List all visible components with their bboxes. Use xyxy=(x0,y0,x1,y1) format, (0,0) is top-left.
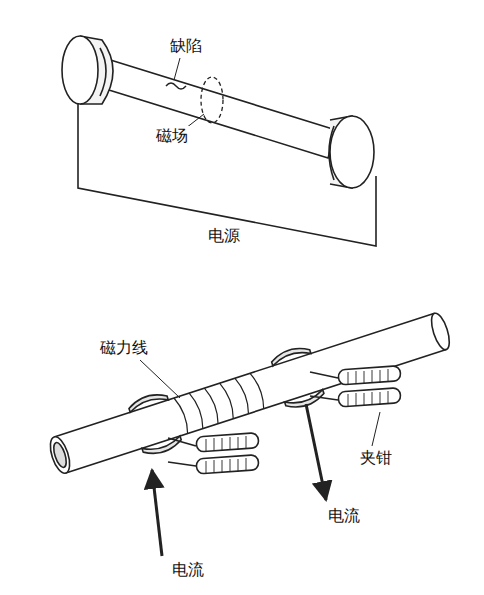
part-label: 夹钳 xyxy=(358,448,394,467)
part-label: 缺陷 xyxy=(168,36,204,55)
clamp-jaw xyxy=(270,344,326,412)
leader-line xyxy=(174,58,180,80)
current-cable xyxy=(306,404,326,500)
leader-line xyxy=(372,412,380,446)
part-label: 磁场 xyxy=(154,126,190,145)
magnetic-field-loop xyxy=(201,77,223,123)
right-head-cap xyxy=(329,116,374,188)
magnetic-field-lines xyxy=(174,372,266,434)
left-head-cap xyxy=(62,36,113,104)
part-label: 磁力线 xyxy=(98,338,150,357)
part-label: 电流 xyxy=(170,560,206,579)
part-label: 电源 xyxy=(206,226,242,245)
clamp-handle xyxy=(310,366,401,407)
leader-line xyxy=(140,360,180,398)
clamp-jaw xyxy=(127,390,183,458)
current-cable xyxy=(152,470,162,556)
pipe xyxy=(43,302,456,485)
part-label: 电流 xyxy=(326,506,362,525)
test-rod xyxy=(96,58,336,158)
clamp-handle xyxy=(168,433,259,474)
defect-crack xyxy=(166,83,186,89)
